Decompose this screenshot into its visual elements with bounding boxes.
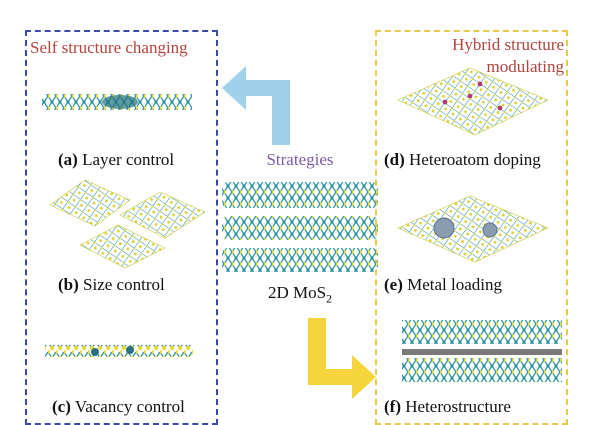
- caption-label: Layer control: [82, 150, 175, 169]
- caption-label: Metal loading: [407, 275, 503, 294]
- caption-label: Heterostructure: [405, 397, 511, 416]
- vacancy-control-image: [45, 345, 193, 357]
- caption-layer-control: (a) Layer control: [58, 150, 174, 170]
- caption-letter: (b): [58, 275, 79, 294]
- arrow-to-self-structure: [222, 66, 290, 145]
- caption-letter: (d): [384, 150, 405, 169]
- arrow-to-hybrid-structure: [308, 318, 376, 399]
- right-panel-title-line2: modulating: [486, 57, 564, 76]
- caption-letter: (f): [384, 397, 401, 416]
- strategies-label: Strategies: [266, 150, 334, 169]
- heteroatom-doping-image: [397, 67, 549, 136]
- heterostructure-image: [402, 320, 562, 382]
- caption-vacancy-control: (c) Vacancy control: [52, 397, 185, 417]
- caption-size-control: (b) Size control: [58, 275, 165, 295]
- mos2-label: 2D MoS2: [245, 283, 355, 306]
- caption-label: Vacancy control: [74, 397, 185, 416]
- illustration-layer: [42, 66, 562, 399]
- mos2-label-main: 2D MoS: [267, 283, 327, 302]
- left-panel-title: Self structure changing: [30, 38, 188, 57]
- mos2-stack-image: [222, 182, 378, 272]
- caption-letter: (a): [58, 150, 78, 169]
- layer-control-image: [42, 94, 192, 110]
- mos2-label-subscript: 2: [326, 291, 333, 306]
- right-panel-title: Hybrid structure modulating: [452, 34, 564, 78]
- caption-metal-loading: (e) Metal loading: [384, 275, 502, 295]
- caption-letter: (e): [384, 275, 403, 294]
- caption-label: Heteroatom doping: [409, 150, 541, 169]
- metal-loading-image: [397, 195, 549, 263]
- size-control-image: [49, 179, 206, 269]
- caption-letter: (c): [52, 397, 71, 416]
- right-panel-title-line1: Hybrid structure: [452, 35, 564, 54]
- caption-heterostructure: (f) Heterostructure: [384, 397, 511, 417]
- caption-heteroatom-doping: (d) Heteroatom doping: [384, 150, 541, 170]
- caption-label: Size control: [83, 275, 165, 294]
